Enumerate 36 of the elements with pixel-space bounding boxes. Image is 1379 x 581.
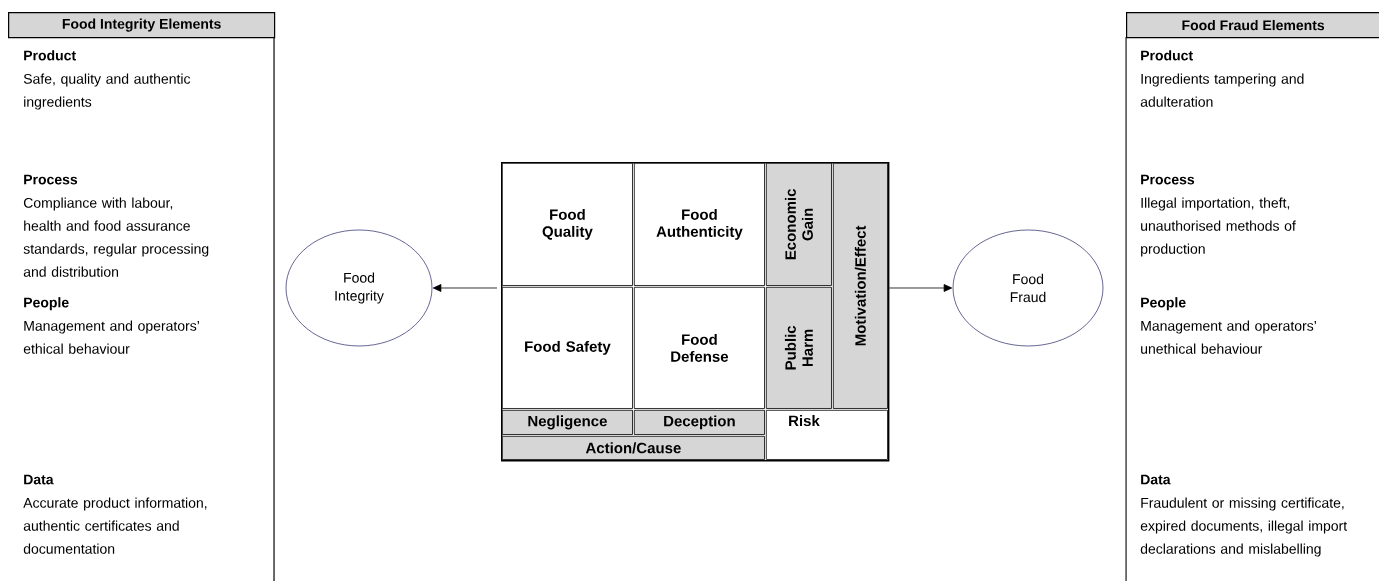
ellipse-node: Food Fraud xyxy=(952,229,1104,347)
section-text: Accurate product information, authentic certificates and documentation xyxy=(23,497,207,554)
side-panel xyxy=(1125,12,1379,581)
table-cell: Food Defense xyxy=(633,286,765,409)
section-text: Management and operators’ unethical behaviour xyxy=(1141,320,1316,354)
table-cell: Food Quality xyxy=(501,162,633,286)
side-panel xyxy=(8,12,276,581)
section-text: Safe, quality and authentic ingredients xyxy=(23,73,191,110)
section-heading: Data xyxy=(24,474,54,485)
panel-header: Food Fraud Elements xyxy=(1126,12,1379,39)
ellipse-node: Food Integrity xyxy=(285,229,433,347)
table-cell: Action/Cause xyxy=(501,435,765,460)
section-heading: Product xyxy=(1141,50,1193,61)
matrix-table xyxy=(501,162,890,462)
section-heading: Process xyxy=(1141,174,1195,185)
arrow xyxy=(889,284,953,292)
table-cell: Deception xyxy=(633,409,765,435)
section-text: Illegal importation, theft, unauthorised methods of production xyxy=(1141,197,1296,257)
section-heading: People xyxy=(1141,297,1186,311)
section-heading: Process xyxy=(24,174,78,185)
panel-header: Food Integrity Elements xyxy=(8,12,276,39)
arrow xyxy=(432,284,498,292)
section-heading: Data xyxy=(1141,474,1171,485)
table-cell: Negligence xyxy=(501,409,633,435)
table-cell: Motivation/Effect xyxy=(832,162,888,409)
table-cell: Risk xyxy=(765,409,888,460)
section-text: Management and operators’ ethical behaviour xyxy=(23,320,199,354)
section-text: Compliance with labour, health and food assurance standards, regular processing and distribution xyxy=(23,197,209,277)
section-text: Fraudulent or missing certificate, expired documents, illegal import declarations and mislabelling xyxy=(1140,497,1348,557)
table-cell: Food Authenticity xyxy=(633,162,765,286)
section-text: Ingredients tampering and adulteration xyxy=(1140,73,1304,107)
table-cell: Public Harm xyxy=(765,286,832,409)
section-heading: Product xyxy=(24,50,76,61)
table-cell: Food Safety xyxy=(501,286,633,409)
table-cell: Economic Gain xyxy=(765,162,832,286)
section-heading: People xyxy=(24,297,69,311)
